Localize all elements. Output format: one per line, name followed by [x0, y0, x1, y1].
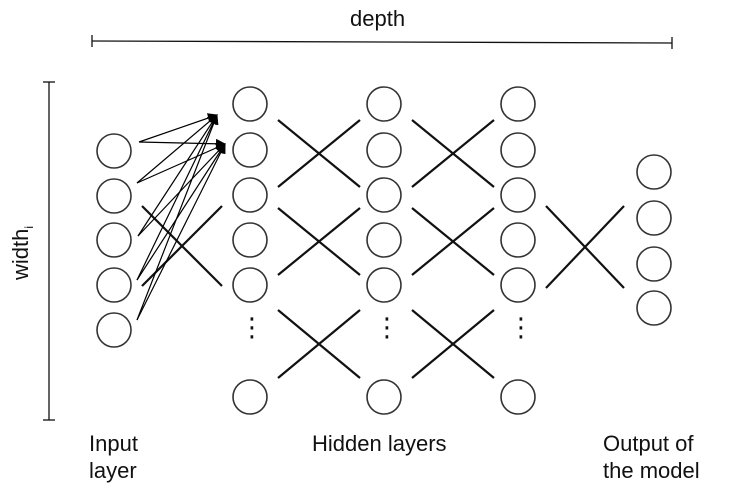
input-node: [96, 222, 132, 258]
ellipsis-hidden-3: ⋮: [508, 313, 534, 343]
hidden-1-node: [232, 267, 268, 303]
output-label-line2: the model: [603, 458, 700, 483]
hidden-1-node: [232, 222, 268, 258]
hidden-2-node: [366, 222, 402, 258]
connection-line: [411, 207, 495, 276]
connection-line: [277, 309, 361, 379]
hidden-1-node: [232, 132, 268, 168]
depth-axis: [91, 40, 673, 44]
connection-line: [545, 205, 625, 289]
input-node: [96, 267, 132, 303]
hidden-2-node: [366, 267, 402, 303]
ellipsis-hidden-2: ⋮: [374, 313, 400, 343]
connection-line: [411, 309, 495, 379]
input-arrow: [137, 114, 218, 237]
depth-label: depth: [350, 6, 406, 31]
input-arrows: [136, 113, 226, 321]
connection-line: [411, 119, 495, 188]
width-label: widthi: [7, 225, 37, 281]
input-node: [96, 312, 132, 348]
hidden-3-node: [500, 222, 536, 258]
input-node: [96, 133, 132, 169]
hidden-3-node: [500, 132, 536, 168]
network-nodes: [96, 86, 672, 415]
hidden-2-node: [366, 86, 402, 122]
output-node: [636, 200, 672, 236]
connection-lines: [141, 119, 625, 379]
hidden-3-node: [500, 379, 536, 415]
hidden-3-node: [500, 177, 536, 213]
hidden-3-node: [500, 267, 536, 303]
hidden-2-node: [366, 379, 402, 415]
input-arrow: [136, 114, 218, 281]
input-arrow: [137, 143, 226, 237]
hidden-1-node: [232, 379, 268, 415]
hidden-1-node: [232, 177, 268, 213]
connection-line: [277, 207, 361, 276]
input-arrow: [136, 143, 226, 281]
output-node: [636, 154, 672, 190]
input-arrow: [138, 138, 226, 149]
hidden-layers-label: Hidden layers: [312, 431, 447, 456]
input-layer-label-line1: Input: [89, 431, 138, 456]
connection-line: [277, 119, 361, 188]
hidden-2-node: [366, 132, 402, 168]
output-node: [636, 246, 672, 282]
input-arrow: [138, 113, 218, 143]
input-arrow: [136, 114, 219, 321]
hidden-2-node: [366, 177, 402, 213]
ellipsis-hidden-1: ⋮: [239, 313, 265, 343]
input-node: [96, 178, 132, 214]
input-layer-label-line2: layer: [89, 458, 137, 483]
output-label-line1: Output of: [603, 431, 694, 456]
output-node: [636, 290, 672, 326]
input-arrow: [136, 114, 218, 184]
input-arrow: [136, 143, 226, 184]
hidden-1-node: [232, 86, 268, 122]
input-arrow: [136, 143, 226, 321]
hidden-3-node: [500, 86, 536, 122]
